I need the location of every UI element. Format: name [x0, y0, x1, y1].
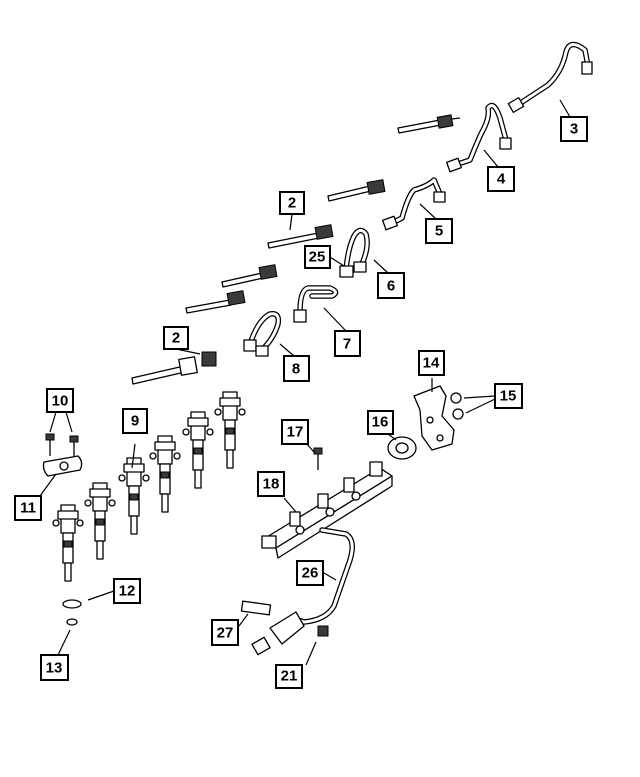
connector-tube-row-2 [327, 179, 386, 202]
connector-tube-row-3 [267, 224, 334, 249]
callout-26: 26 [296, 560, 324, 586]
connector-tube-row-4 [221, 264, 278, 288]
svg-text:8: 8 [292, 361, 300, 378]
callout-18: 18 [257, 471, 285, 497]
leader-6 [373, 259, 389, 274]
injector-6 [214, 391, 246, 469]
fuel-line-5 [382, 177, 446, 231]
callout-3: 3 [560, 116, 588, 142]
svg-text:13: 13 [46, 660, 63, 677]
fitting-27 [240, 600, 272, 616]
callout-9: 9 [122, 408, 148, 434]
svg-text:14: 14 [423, 355, 440, 372]
svg-text:2: 2 [288, 195, 296, 212]
svg-text:18: 18 [263, 476, 280, 493]
leader-25 [329, 256, 345, 267]
leader-8 [279, 343, 295, 357]
clamp-bolts [45, 433, 79, 456]
seal-ring-12 [62, 599, 82, 609]
svg-text:9: 9 [131, 413, 139, 430]
injector-row [52, 391, 246, 582]
svg-text:7: 7 [343, 336, 351, 353]
leader-12 [87, 590, 115, 601]
pressure-regulator [387, 436, 417, 460]
svg-text:3: 3 [570, 121, 578, 138]
svg-text:15: 15 [500, 388, 517, 405]
callout-4: 4 [487, 166, 515, 192]
callout-16: 16 [367, 410, 394, 435]
injector-3 [118, 457, 150, 535]
leader-27 [238, 613, 249, 627]
callout-2-upper: 2 [279, 191, 305, 215]
injector-2 [84, 482, 116, 560]
callout-7: 7 [334, 330, 361, 357]
callout-8: 8 [283, 355, 310, 382]
callout-17: 17 [281, 419, 309, 445]
callout-5: 5 [425, 218, 453, 244]
callout-15: 15 [494, 383, 523, 409]
leader-10b [65, 411, 73, 433]
leader-13 [57, 629, 71, 656]
leader-21 [305, 641, 317, 666]
leader-26 [323, 572, 337, 581]
leader-10a [49, 411, 57, 433]
callout-14: 14 [418, 350, 445, 376]
leader-9 [131, 443, 136, 469]
leader-2a [289, 213, 293, 231]
svg-text:4: 4 [497, 171, 506, 188]
svg-text:21: 21 [281, 668, 298, 685]
svg-text:12: 12 [119, 583, 136, 600]
injector-4 [149, 435, 181, 513]
seal-ring-13 [66, 618, 78, 626]
connector-tube-row-5 [185, 290, 246, 314]
leader-7 [323, 307, 347, 332]
callout-11: 11 [14, 495, 42, 521]
fuel-line-4 [446, 102, 512, 173]
svg-text:25: 25 [309, 249, 326, 266]
callout-13: 13 [40, 654, 69, 681]
svg-text:10: 10 [52, 393, 69, 410]
mounting-bracket [413, 385, 455, 451]
callout-27: 27 [211, 619, 239, 646]
fuel-rail [261, 461, 393, 559]
leader-4 [483, 149, 499, 168]
svg-text:11: 11 [20, 500, 36, 517]
leader-15a [463, 395, 496, 399]
fuel-supply-line [251, 527, 355, 656]
callout-6: 6 [377, 272, 405, 299]
callout-10: 10 [46, 388, 74, 413]
leader-11 [39, 473, 57, 497]
svg-text:2: 2 [172, 330, 180, 347]
bracket-nuts [450, 392, 464, 420]
svg-text:26: 26 [302, 565, 319, 582]
injector-clamp [42, 455, 83, 477]
fuel-line-6 [339, 227, 370, 278]
leader-15b [465, 398, 496, 414]
leader-5 [419, 203, 437, 220]
callout-21: 21 [275, 664, 303, 689]
supply-line-nut [317, 625, 329, 637]
svg-text:6: 6 [387, 278, 395, 295]
injector-1 [52, 504, 84, 582]
fuel-line-7 [293, 285, 339, 323]
svg-text:27: 27 [217, 625, 234, 642]
connector-tube-row-6 [131, 351, 217, 385]
injector-5 [182, 411, 214, 489]
fuel-line-3 [507, 41, 593, 113]
svg-text:16: 16 [372, 414, 389, 431]
svg-text:5: 5 [435, 223, 443, 240]
fuel-line-8 [243, 310, 282, 357]
leader-3 [559, 99, 571, 118]
connector-tube-row-1 [397, 114, 461, 134]
svg-text:17: 17 [287, 424, 304, 441]
leader-18 [283, 497, 297, 513]
callout-2-lower: 2 [163, 326, 189, 350]
callout-12: 12 [113, 578, 141, 604]
callout-25: 25 [304, 245, 331, 269]
rail-bolt [313, 447, 323, 470]
